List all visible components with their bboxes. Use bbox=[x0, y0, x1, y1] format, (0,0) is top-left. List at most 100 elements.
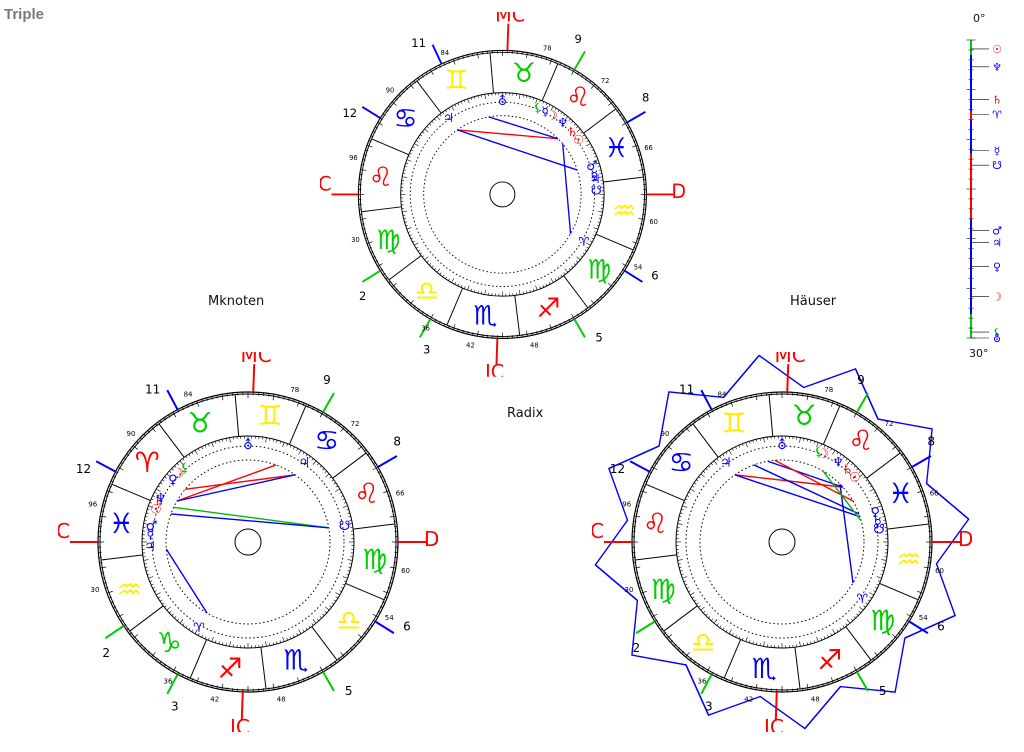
degree-tick bbox=[460, 285, 463, 288]
house-cusp-line bbox=[361, 106, 381, 119]
house-envelope-segment bbox=[926, 483, 970, 520]
degree-tick bbox=[680, 570, 683, 572]
degree-tick bbox=[649, 471, 653, 474]
zodiac-sign-glyph: ♍ bbox=[870, 604, 895, 637]
degree-tick bbox=[542, 285, 545, 288]
degree-tick bbox=[925, 510, 929, 512]
degree-tick bbox=[312, 673, 315, 677]
degree-tick bbox=[357, 640, 360, 643]
degree-tick bbox=[607, 97, 610, 101]
degree-tick bbox=[830, 633, 833, 636]
house-number: 6 bbox=[937, 620, 945, 634]
house-cusp-line bbox=[374, 620, 395, 634]
degree-tick bbox=[564, 116, 569, 121]
degree-tick bbox=[117, 613, 124, 618]
degree-tick bbox=[640, 164, 644, 166]
degree-tick bbox=[540, 329, 543, 333]
house-number: 5 bbox=[595, 330, 602, 344]
degree-tick bbox=[876, 505, 882, 508]
degree-tick bbox=[293, 399, 295, 403]
degree-tick bbox=[820, 637, 822, 641]
sign-divider bbox=[583, 108, 617, 134]
axis-label-mc: MC bbox=[495, 12, 525, 27]
degree-tick bbox=[531, 53, 533, 57]
degree-tick bbox=[638, 218, 645, 220]
degree-tick bbox=[368, 140, 372, 142]
degree-tick bbox=[863, 417, 867, 421]
degree-tick bbox=[705, 613, 708, 616]
degree-tick bbox=[168, 666, 171, 670]
degree-tick bbox=[286, 637, 288, 641]
degree-tick bbox=[856, 468, 859, 471]
axis-label-dc: DC bbox=[424, 527, 438, 551]
sign-divider bbox=[332, 452, 367, 479]
degree-tick bbox=[105, 587, 109, 589]
degree-tick bbox=[581, 74, 584, 78]
degree-tick bbox=[731, 633, 734, 636]
degree-tick bbox=[412, 240, 415, 243]
degree-tick bbox=[725, 678, 728, 682]
degree-tick bbox=[742, 637, 744, 641]
degree-tick bbox=[204, 636, 207, 639]
zodiac-sign-glyph: ♐ bbox=[536, 293, 560, 324]
zodiac-sign-glyph: ♓ bbox=[109, 507, 134, 540]
house-number: 11 bbox=[411, 36, 426, 50]
mknoten-label: Mknoten bbox=[208, 294, 265, 309]
degree-tick bbox=[759, 643, 761, 646]
zodiac-sign-glyph: ♉ bbox=[512, 58, 536, 89]
degree-tick bbox=[403, 218, 407, 220]
degree-tick bbox=[366, 144, 373, 148]
degree-tick bbox=[698, 605, 701, 608]
degree-tick bbox=[282, 636, 285, 642]
degree-tick bbox=[451, 106, 455, 111]
degree-tick bbox=[464, 286, 466, 289]
zodiac-sign-glyph: ♋ bbox=[669, 446, 694, 479]
planet-glyph: ☽ bbox=[173, 467, 185, 482]
degree-tick bbox=[155, 423, 158, 427]
degree-tick bbox=[700, 473, 705, 478]
degree-tick bbox=[377, 471, 381, 474]
degree-tick bbox=[859, 606, 864, 611]
degree-tick bbox=[346, 573, 349, 576]
degree-tick bbox=[859, 666, 862, 670]
degree-tick bbox=[113, 475, 117, 478]
center-circle bbox=[768, 528, 796, 556]
sign-divider bbox=[361, 206, 402, 213]
degree-tick bbox=[191, 402, 194, 406]
degree-tick bbox=[296, 677, 300, 684]
aspect-ring bbox=[699, 459, 865, 625]
degree-tick bbox=[229, 437, 231, 443]
degree-tick bbox=[539, 286, 541, 289]
degree-tick bbox=[677, 433, 681, 437]
sign-divider bbox=[311, 626, 338, 661]
degree-tick bbox=[110, 601, 114, 604]
degree-tick bbox=[340, 652, 345, 658]
degree-tick bbox=[900, 453, 904, 456]
degree-tick bbox=[755, 394, 758, 401]
degree-tick bbox=[151, 426, 156, 432]
degree-tick bbox=[278, 395, 280, 399]
degree-tick bbox=[375, 260, 378, 263]
degree-tick bbox=[853, 616, 856, 619]
degree-tick bbox=[683, 580, 687, 582]
dotted-ring bbox=[151, 445, 345, 639]
degree-tick bbox=[467, 54, 469, 58]
degree-tick bbox=[810, 641, 812, 644]
degree-tick bbox=[637, 232, 641, 235]
degree-tick bbox=[706, 666, 711, 673]
degree-tick bbox=[156, 488, 161, 492]
degree-tick bbox=[103, 500, 107, 502]
degree-tick bbox=[925, 572, 929, 574]
zodiac-sign-glyph: ♌ bbox=[354, 477, 379, 510]
degree-tick bbox=[883, 433, 887, 437]
degree-tick bbox=[474, 96, 476, 99]
degree-tick bbox=[846, 619, 851, 624]
degree-tick bbox=[581, 311, 584, 314]
degree-tick bbox=[882, 516, 885, 518]
degree-tick bbox=[421, 311, 424, 314]
degree-tick bbox=[621, 122, 628, 126]
degree-tick bbox=[457, 57, 460, 61]
degree-tick bbox=[649, 610, 653, 613]
planet-glyph: ♈ bbox=[193, 621, 205, 636]
degree-tick bbox=[201, 634, 203, 638]
